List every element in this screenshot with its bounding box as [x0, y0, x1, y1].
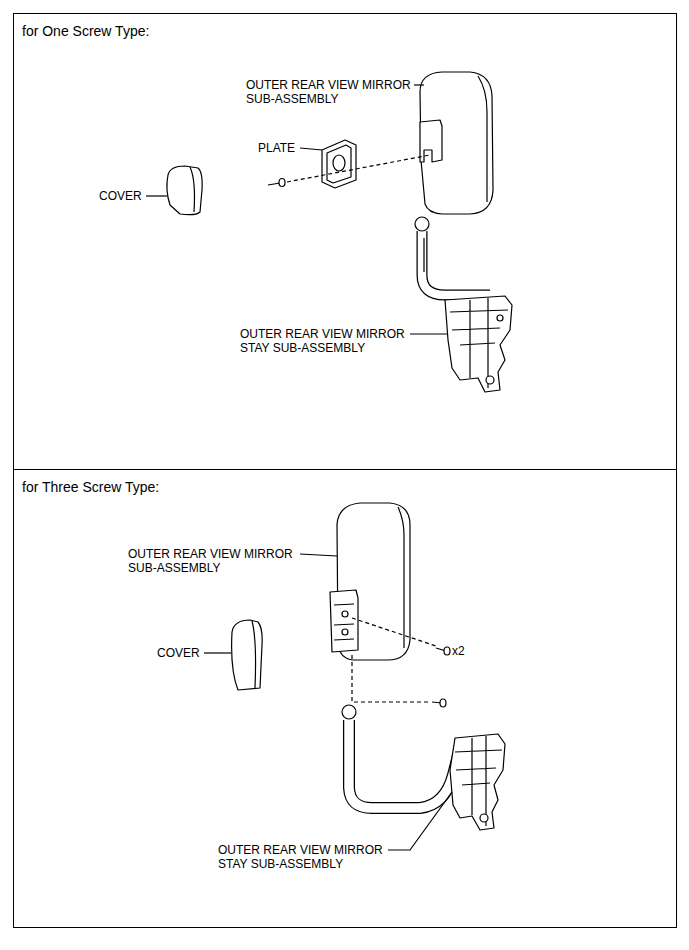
dashed-line: [287, 155, 430, 182]
part-name-text: OUTER REAR VIEW MIRROR STAY SUB-ASSEMBLY: [240, 327, 405, 355]
mirror-body: [420, 72, 493, 214]
part-name-text: x2: [452, 644, 465, 658]
screw-head: [440, 699, 446, 707]
part-name: OUTER REAR VIEW MIRROR SUB-ASSEMBLY: [246, 78, 426, 106]
part-name-text: COVER: [157, 646, 200, 660]
part-name-text: OUTER REAR VIEW MIRROR SUB-ASSEMBLY: [246, 78, 411, 106]
stay-tube-shade: [423, 238, 424, 272]
stay-hole: [486, 376, 494, 384]
part-name: OUTER REAR VIEW MIRROR STAY SUB-ASSEMBLY: [240, 327, 420, 355]
bracket-hole: [342, 611, 348, 617]
stay-base: [450, 734, 505, 830]
part-name-text: COVER: [99, 189, 142, 203]
mirror-shade: [398, 507, 404, 648]
plate-hole: [333, 155, 345, 171]
panel-frame: for Three Screw Type:: [13, 469, 677, 928]
stay-tube-fill: [349, 720, 460, 808]
part-name: OUTER REAR VIEW MIRROR STAY SUB-ASSEMBLY: [218, 843, 398, 871]
screw-head: [279, 179, 285, 187]
stay-hole: [480, 814, 488, 822]
dashed-line: [352, 618, 436, 646]
part-name: COVER: [99, 189, 279, 203]
mirror-bracket-detail: [334, 604, 354, 640]
dashed-line: [352, 655, 430, 702]
cover: [232, 620, 263, 690]
screw-shank: [268, 183, 280, 185]
leader-line: [204, 652, 231, 653]
part-name-text: OUTER REAR VIEW MIRROR STAY SUB-ASSEMBLY: [218, 843, 383, 871]
stay-base-detail: [455, 736, 502, 826]
plate: [322, 140, 356, 188]
part-name-text: OUTER REAR VIEW MIRROR SUB-ASSEMBLY: [128, 547, 293, 575]
leader-line: [146, 195, 167, 196]
panel-heading: for Three Screw Type:: [14, 470, 159, 496]
screw-head: [444, 647, 450, 655]
leader-line: [414, 84, 424, 85]
stay-tube-outline: [349, 720, 460, 808]
mirror-bracket: [420, 120, 442, 162]
stay-tube-fill: [422, 231, 490, 295]
part-name: PLATE: [258, 141, 438, 155]
stay-ball: [415, 217, 429, 231]
leader-line: [300, 554, 337, 556]
plate-inner: [327, 145, 351, 183]
cover: [167, 166, 202, 215]
part-name: COVER: [157, 646, 337, 660]
stay-base: [445, 296, 512, 392]
mirror-shade: [478, 76, 487, 202]
stay-tube-outline: [422, 231, 490, 295]
leader-line: [410, 333, 448, 334]
cover-edge: [190, 167, 195, 212]
leader-line: [388, 792, 452, 850]
stay-ball: [342, 705, 356, 719]
bracket-hole: [342, 629, 348, 635]
leader-line: [300, 148, 322, 150]
stay-base-detail: [450, 298, 508, 388]
part-name: x2: [452, 644, 632, 658]
part-name-text: PLATE: [258, 141, 295, 155]
stay-hole: [497, 315, 503, 321]
mirror-bracket: [330, 590, 358, 652]
panel-heading: for One Screw Type:: [14, 14, 149, 40]
part-name: OUTER REAR VIEW MIRROR SUB-ASSEMBLY: [128, 547, 308, 575]
cover-edge: [252, 621, 256, 688]
